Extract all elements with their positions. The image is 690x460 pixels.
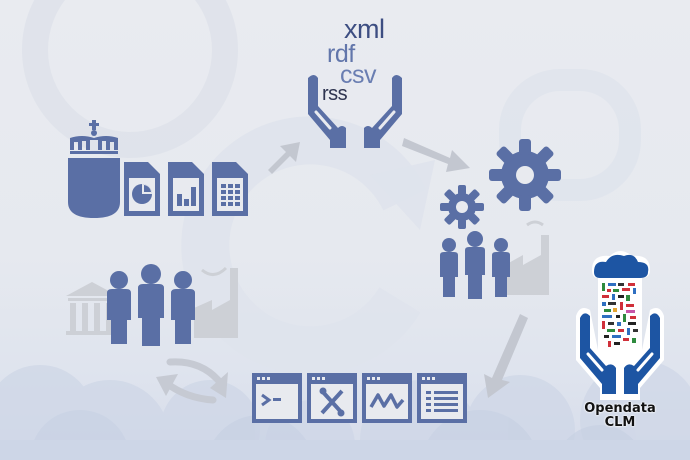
terminal-window-icon — [252, 373, 302, 423]
society-people-group — [66, 264, 238, 346]
logo-text: Opendata CLM — [560, 402, 680, 429]
format-xml: xml — [344, 14, 385, 44]
chart-window-icon — [362, 373, 412, 423]
logo-line-clm: CLM — [604, 414, 636, 430]
opendata-clm-logo[interactable]: Opendata CLM — [560, 250, 680, 440]
people-icon — [440, 231, 510, 299]
documents-group — [124, 162, 248, 216]
format-csv: csv — [340, 61, 377, 89]
processing-people-group — [440, 220, 549, 299]
applications-group — [252, 373, 467, 423]
people-icon — [107, 264, 195, 346]
format-rss: rss — [322, 83, 348, 105]
table-document-icon — [212, 162, 248, 216]
pie-chart-document-icon — [124, 162, 160, 216]
logo-graphic — [576, 251, 664, 400]
small-gear-icon — [440, 185, 484, 229]
logo-line-opendata: Opendata — [584, 401, 656, 416]
factory-icon — [194, 266, 238, 338]
large-gear-icon — [489, 139, 561, 211]
tools-window-icon — [307, 373, 357, 423]
format-rdf: rdf — [327, 40, 355, 68]
crown-shield-icon — [68, 120, 120, 218]
list-window-icon — [417, 373, 467, 423]
factory-icon — [505, 220, 549, 295]
bar-chart-document-icon — [168, 162, 204, 216]
open-hands-icon — [308, 75, 402, 148]
